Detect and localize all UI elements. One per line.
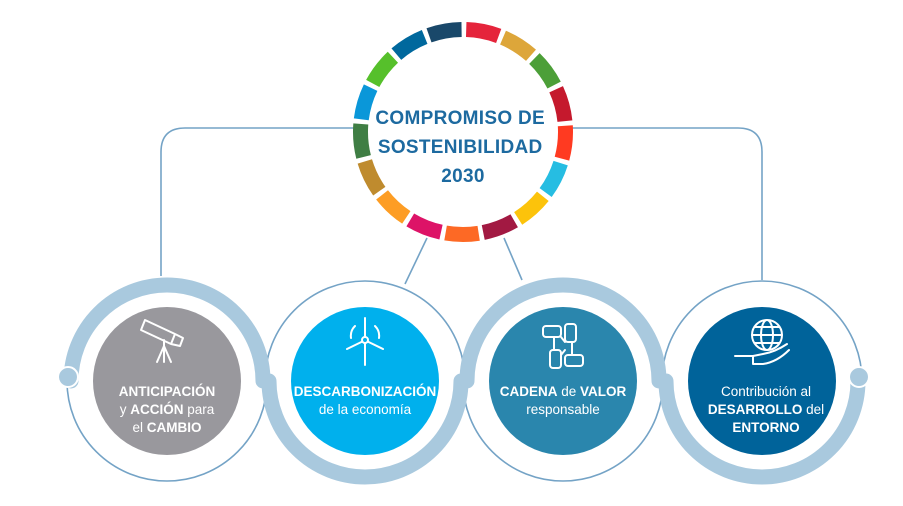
sdg-color-ring — [352, 22, 574, 242]
sdg-ring-segment — [353, 84, 378, 121]
connector-mid-right — [503, 237, 523, 281]
sdg-ring-segment — [465, 22, 502, 43]
pillar-label-line: ANTICIPACIÓN — [119, 384, 216, 399]
connector-mid-left — [404, 237, 428, 285]
connector-lines — [160, 127, 763, 285]
sdg-ring-segment — [357, 159, 386, 196]
sdg-ring-segment — [366, 51, 399, 88]
sdg-ring-segment — [554, 125, 574, 161]
label-text: responsable — [526, 402, 600, 417]
sdg-ring-segment — [481, 214, 518, 240]
label-bold-text: CAMBIO — [147, 420, 202, 435]
telescope-icon — [140, 319, 184, 363]
sdg-ring-segment — [539, 160, 568, 198]
connector-right — [571, 127, 763, 280]
chain-band-arc — [63, 277, 271, 389]
label-bold-text: ACCIÓN — [130, 402, 183, 417]
sdg-ring-segment — [376, 190, 411, 224]
pillar-disc-decarbonization — [291, 307, 439, 455]
sdg-ring-segment — [529, 53, 561, 89]
center-title-line: SOSTENIBILIDAD — [378, 137, 543, 158]
label-text: y — [120, 402, 131, 417]
chain-band-arc — [658, 373, 866, 485]
label-text: Contribución al — [721, 384, 811, 399]
pillar-disc-anticipation — [93, 307, 241, 455]
label-text: de la economía — [319, 402, 412, 417]
wind-turbine-icon — [346, 317, 384, 366]
connector-left — [160, 127, 356, 276]
pillar-label-line: Contribución al — [721, 384, 811, 399]
chain-band-arc — [459, 277, 667, 389]
pillar-label-line: y ACCIÓN para — [120, 402, 215, 417]
pillar-label-line: el CAMBIO — [132, 420, 201, 435]
pillar-label-line: DESARROLLO del — [708, 402, 824, 417]
pillar-label: CADENA de VALOR responsable — [500, 384, 627, 417]
chain-end-dot-right — [848, 366, 870, 388]
sdg-ring-segment — [391, 29, 428, 60]
globe-in-hand-icon — [734, 319, 790, 365]
label-bold-text: CADENA — [500, 384, 558, 399]
pillar-label-line: de la economía — [319, 402, 412, 417]
pillar-label: ANTICIPACIÓN y ACCIÓN para el CAMBIO — [119, 384, 216, 435]
label-text: del — [802, 402, 824, 417]
label-text: de — [557, 384, 580, 399]
sdg-ring-segment — [514, 191, 549, 225]
label-bold-text: DESARROLLO — [708, 402, 803, 417]
sdg-ring-segment — [426, 22, 462, 43]
sdg-ring-segment — [500, 30, 536, 61]
pillar-labels: ANTICIPACIÓN y ACCIÓN para el CAMBIO DESCAR… — [119, 384, 824, 435]
sdg-ring-segment — [352, 123, 371, 159]
label-bold-text: ANTICIPACIÓN — [119, 384, 216, 399]
label-bold-text: VALOR — [580, 384, 626, 399]
center-disc — [369, 38, 557, 226]
pillar-label: DESCARBONIZACIÓN de la economía — [294, 384, 437, 417]
center-title: COMPROMISO DE SOSTENIBILIDAD 2030 — [375, 108, 550, 187]
chain-end-dot-left — [57, 366, 79, 388]
label-bold-text: ENTORNO — [732, 420, 799, 435]
label-text: para — [183, 402, 214, 417]
pillar-disc-value-chain — [489, 307, 637, 455]
center-title-line: 2030 — [441, 166, 484, 187]
chain-band-arc — [261, 373, 469, 485]
pillar-label-line: CADENA de VALOR — [500, 384, 627, 399]
pillar-disc-development — [688, 307, 836, 455]
sdg-ring-segment — [549, 86, 573, 122]
joined-hands-icon — [542, 323, 584, 369]
sdg-ring-segment — [406, 213, 443, 240]
pillar-label-line: DESCARBONIZACIÓN — [294, 384, 437, 399]
sdg-ring-segment — [444, 225, 480, 242]
pillar-label-line: ENTORNO — [732, 420, 799, 435]
label-text: el — [132, 420, 146, 435]
pillar-label-line: responsable — [526, 402, 600, 417]
label-bold-text: DESCARBONIZACIÓN — [294, 384, 437, 399]
center-title-line: COMPROMISO DE — [375, 108, 545, 129]
